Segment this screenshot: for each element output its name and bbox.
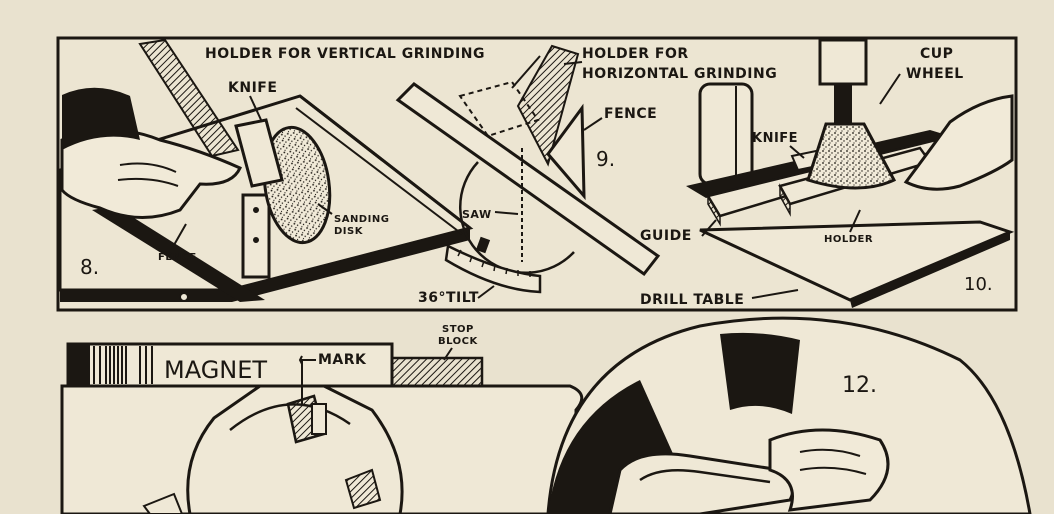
fence-bar bbox=[92, 206, 265, 302]
fig9-number: 9. bbox=[596, 147, 615, 171]
knife-holder-stick bbox=[138, 38, 240, 158]
fig8-sanding-label-2: DISK bbox=[334, 226, 364, 237]
figure-9: HOLDER FOR VERTICAL GRINDING HOLDER FOR … bbox=[205, 44, 777, 306]
fig10-drill-table-label: DRILL TABLE bbox=[640, 292, 744, 308]
fig12-number: 12. bbox=[842, 373, 877, 398]
fig11-mark-label: MARK bbox=[318, 352, 367, 368]
fig9-tilt-label: 36°TILT bbox=[418, 290, 479, 306]
drill-chuck bbox=[818, 38, 868, 86]
fig9-fence bbox=[546, 103, 586, 201]
fig11-magnet-label: MAGNET bbox=[164, 356, 267, 384]
fig10-knife-label: KNIFE bbox=[752, 131, 798, 146]
fig8-number: 8. bbox=[80, 255, 99, 279]
hand bbox=[60, 128, 242, 219]
figure-12: 12. bbox=[546, 316, 1032, 514]
table-edge bbox=[60, 228, 470, 302]
fig8-sanding-label-1: SANDING bbox=[334, 214, 389, 225]
fig10-cup-label-2: WHEEL bbox=[906, 66, 964, 82]
fig10-holder-label: HOLDER bbox=[824, 234, 873, 245]
saw-blade bbox=[459, 161, 575, 275]
fig11-stop-label-1: STOP bbox=[442, 324, 474, 335]
board bbox=[395, 82, 661, 277]
sanding-disk bbox=[262, 125, 332, 245]
figure-11: MAGNET MARK STOP BLOCK bbox=[60, 324, 584, 514]
fig9-fence-label: FENCE bbox=[604, 106, 657, 122]
fig9-vertical-holder-label: HOLDER FOR VERTICAL GRINDING bbox=[205, 46, 485, 62]
fig9-saw-label: SAW bbox=[462, 208, 492, 221]
fig8-fence-label: FENCE bbox=[158, 252, 197, 263]
fig9-horizontal-holder-label-2: HORIZONTAL GRINDING bbox=[582, 66, 777, 82]
figure-10: CUP WHEEL KNIFE GUIDE HOLDER DRILL TABLE… bbox=[640, 38, 1015, 308]
stop-block bbox=[390, 356, 484, 390]
fig10-hand bbox=[903, 94, 1014, 191]
fig10-cup-label-1: CUP bbox=[920, 46, 953, 62]
drill-column bbox=[698, 82, 754, 186]
fig9-horizontal-holder-label-1: HOLDER FOR bbox=[582, 46, 689, 62]
fig10-guide-label: GUIDE bbox=[640, 228, 692, 244]
fig10-number: 10. bbox=[964, 274, 993, 295]
protractor bbox=[444, 244, 542, 294]
cup-wheel bbox=[806, 122, 897, 190]
fig11-stop-label-2: BLOCK bbox=[438, 336, 478, 347]
knife-blade bbox=[234, 118, 284, 188]
fig12-hand bbox=[768, 428, 890, 512]
figure-8: KNIFE SANDING DISK FENCE 8. bbox=[58, 38, 474, 302]
sleeve bbox=[62, 87, 140, 150]
horizontal-holder bbox=[516, 44, 580, 167]
fig8-knife-label: KNIFE bbox=[228, 80, 277, 96]
